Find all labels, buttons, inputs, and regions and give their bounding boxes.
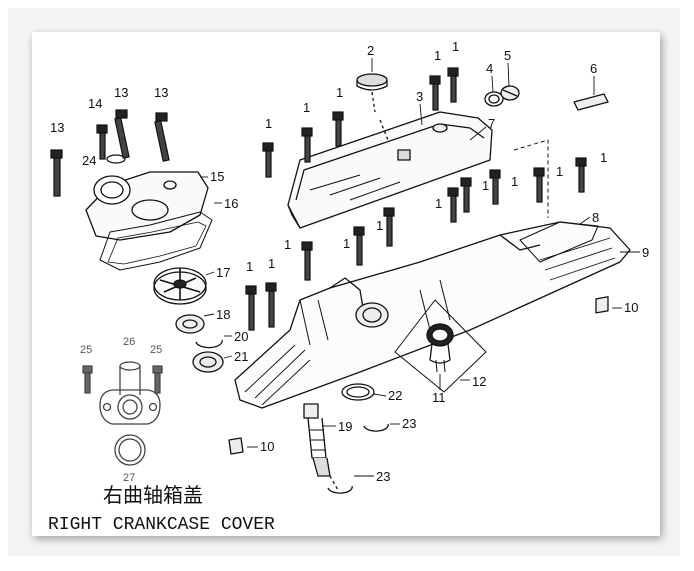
callout: 23 (376, 469, 390, 484)
callout: 22 (388, 388, 402, 403)
callout: 25 (80, 344, 92, 356)
callout: 27 (123, 472, 135, 484)
inset-fitting (99, 361, 161, 466)
callout: 19 (338, 419, 352, 434)
callout: 13 (114, 85, 128, 100)
dowel-pin (573, 93, 609, 111)
valve-cover (287, 111, 493, 229)
callout: 3 (416, 89, 423, 104)
temperature-sensor (303, 403, 339, 491)
oil-cap (356, 73, 388, 113)
crankcase-cover (234, 221, 631, 409)
oil-filler-cap (394, 299, 487, 393)
callout: 1 (280, 140, 287, 155)
callout: 1 (246, 259, 253, 274)
water-pump-cover (85, 171, 213, 271)
callout: 16 (224, 196, 238, 211)
plug-and-seal (484, 85, 520, 107)
callout: 1 (556, 164, 563, 179)
callout: 4 (486, 61, 493, 76)
impeller (153, 267, 207, 305)
callout: 15 (210, 169, 224, 184)
caption-english: RIGHT CRANKCASE COVER (48, 515, 275, 535)
callout: 1 (303, 100, 310, 115)
callout: 2 (367, 43, 374, 58)
callout: 5 (504, 48, 511, 63)
callout: 1 (435, 196, 442, 211)
callout: 1 (452, 39, 459, 54)
callout: 1 (376, 218, 383, 233)
callout: 13 (50, 120, 64, 135)
callout: 1 (600, 150, 607, 165)
block-10a (595, 296, 609, 314)
callout: 1 (511, 174, 518, 189)
callout: 6 (590, 61, 597, 76)
callout: 25 (150, 344, 162, 356)
callout: 12 (472, 374, 486, 389)
seals (175, 314, 224, 373)
callout: 9 (642, 245, 649, 260)
callout: 7 (488, 116, 495, 131)
callout: 18 (216, 307, 230, 322)
callout: 1 (482, 178, 489, 193)
callout: 1 (265, 116, 272, 131)
washer-24 (106, 154, 126, 164)
callout: 10 (624, 300, 638, 315)
callout: 11 (432, 390, 446, 405)
callout: 13 (154, 85, 168, 100)
dashed-leader (513, 139, 549, 218)
callout: 1 (434, 48, 441, 63)
callout: 1 (284, 237, 291, 252)
o-rings (327, 383, 389, 494)
callout: 1 (343, 236, 350, 251)
callout: 14 (88, 96, 102, 111)
callout: 1 (268, 256, 275, 271)
callout: 17 (216, 265, 230, 280)
callout-labels: 1 1 1 1 1 1 1 1 1 1 1 1 1 1 1 1 2 3 4 5 … (50, 39, 649, 484)
callout: 10 (260, 439, 274, 454)
caption-chinese: 右曲轴箱盖 (103, 483, 203, 507)
callout: 24 (82, 153, 96, 168)
block-10b (228, 437, 244, 455)
cover-gasket (519, 221, 599, 263)
callout: 23 (402, 416, 416, 431)
bolts (50, 67, 587, 394)
leader-lines (200, 58, 640, 477)
callout: 1 (336, 85, 343, 100)
callout: 20 (234, 329, 248, 344)
callout: 8 (592, 210, 599, 225)
callout: 21 (234, 349, 248, 364)
callout: 26 (123, 336, 135, 348)
